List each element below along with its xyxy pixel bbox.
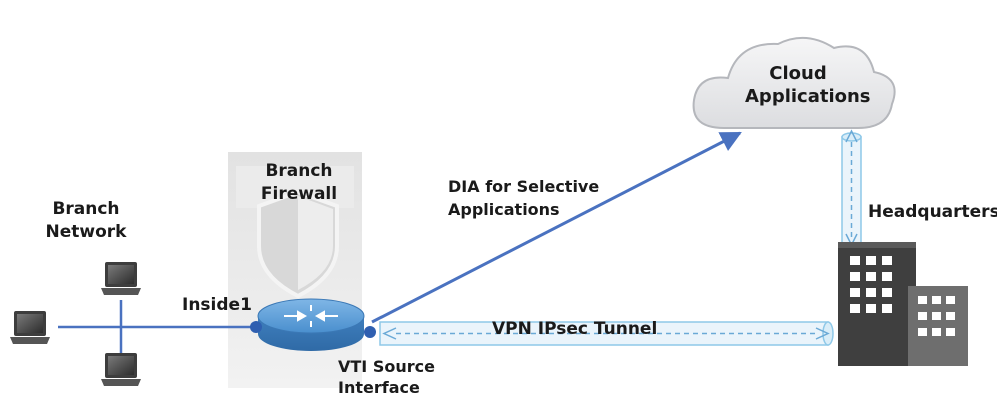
- laptop-icon: [101, 262, 141, 295]
- branch-network-label-line2: Network: [45, 222, 127, 242]
- cloud-label: Cloud Applications: [745, 62, 871, 108]
- cloud-label-line1: Cloud: [769, 63, 827, 84]
- branch-lan-links: [58, 300, 256, 356]
- hq-cloud-tunnel: [841, 129, 862, 247]
- vti-interface-dot: [364, 326, 376, 338]
- firewall-label: Branch Firewall: [255, 160, 343, 206]
- headquarters-label: Headquarters: [868, 202, 997, 222]
- vti-label: VTI Source Interface: [338, 356, 435, 398]
- router-icon: [257, 298, 365, 351]
- building-icon: [838, 242, 968, 366]
- vpn-tunnel-pipe: [379, 321, 834, 346]
- inside1-label: Inside1: [182, 295, 252, 315]
- firewall-label-line2: Firewall: [260, 184, 338, 204]
- vpn-tunnel-label: VPN IPsec Tunnel: [492, 319, 658, 339]
- branch-network-label: Branch Network: [44, 198, 128, 244]
- branch-network-label-line1: Branch: [52, 199, 120, 219]
- dia-label: DIA for Selective Applications: [448, 175, 599, 221]
- cloud-icon: [692, 37, 896, 129]
- cloud-label-line2: Applications: [745, 86, 871, 107]
- firewall-label-line1: Branch: [265, 161, 333, 181]
- vti-label-line2: Interface: [338, 378, 420, 397]
- laptop-icon: [101, 353, 141, 386]
- vti-label-line1: VTI Source: [338, 357, 435, 376]
- inside1-interface-dot: [250, 321, 262, 333]
- laptop-icon: [10, 311, 50, 344]
- dia-label-line1: DIA for Selective: [448, 177, 600, 196]
- dia-label-line2: Applications: [448, 200, 560, 219]
- dia-arrow: [371, 131, 742, 324]
